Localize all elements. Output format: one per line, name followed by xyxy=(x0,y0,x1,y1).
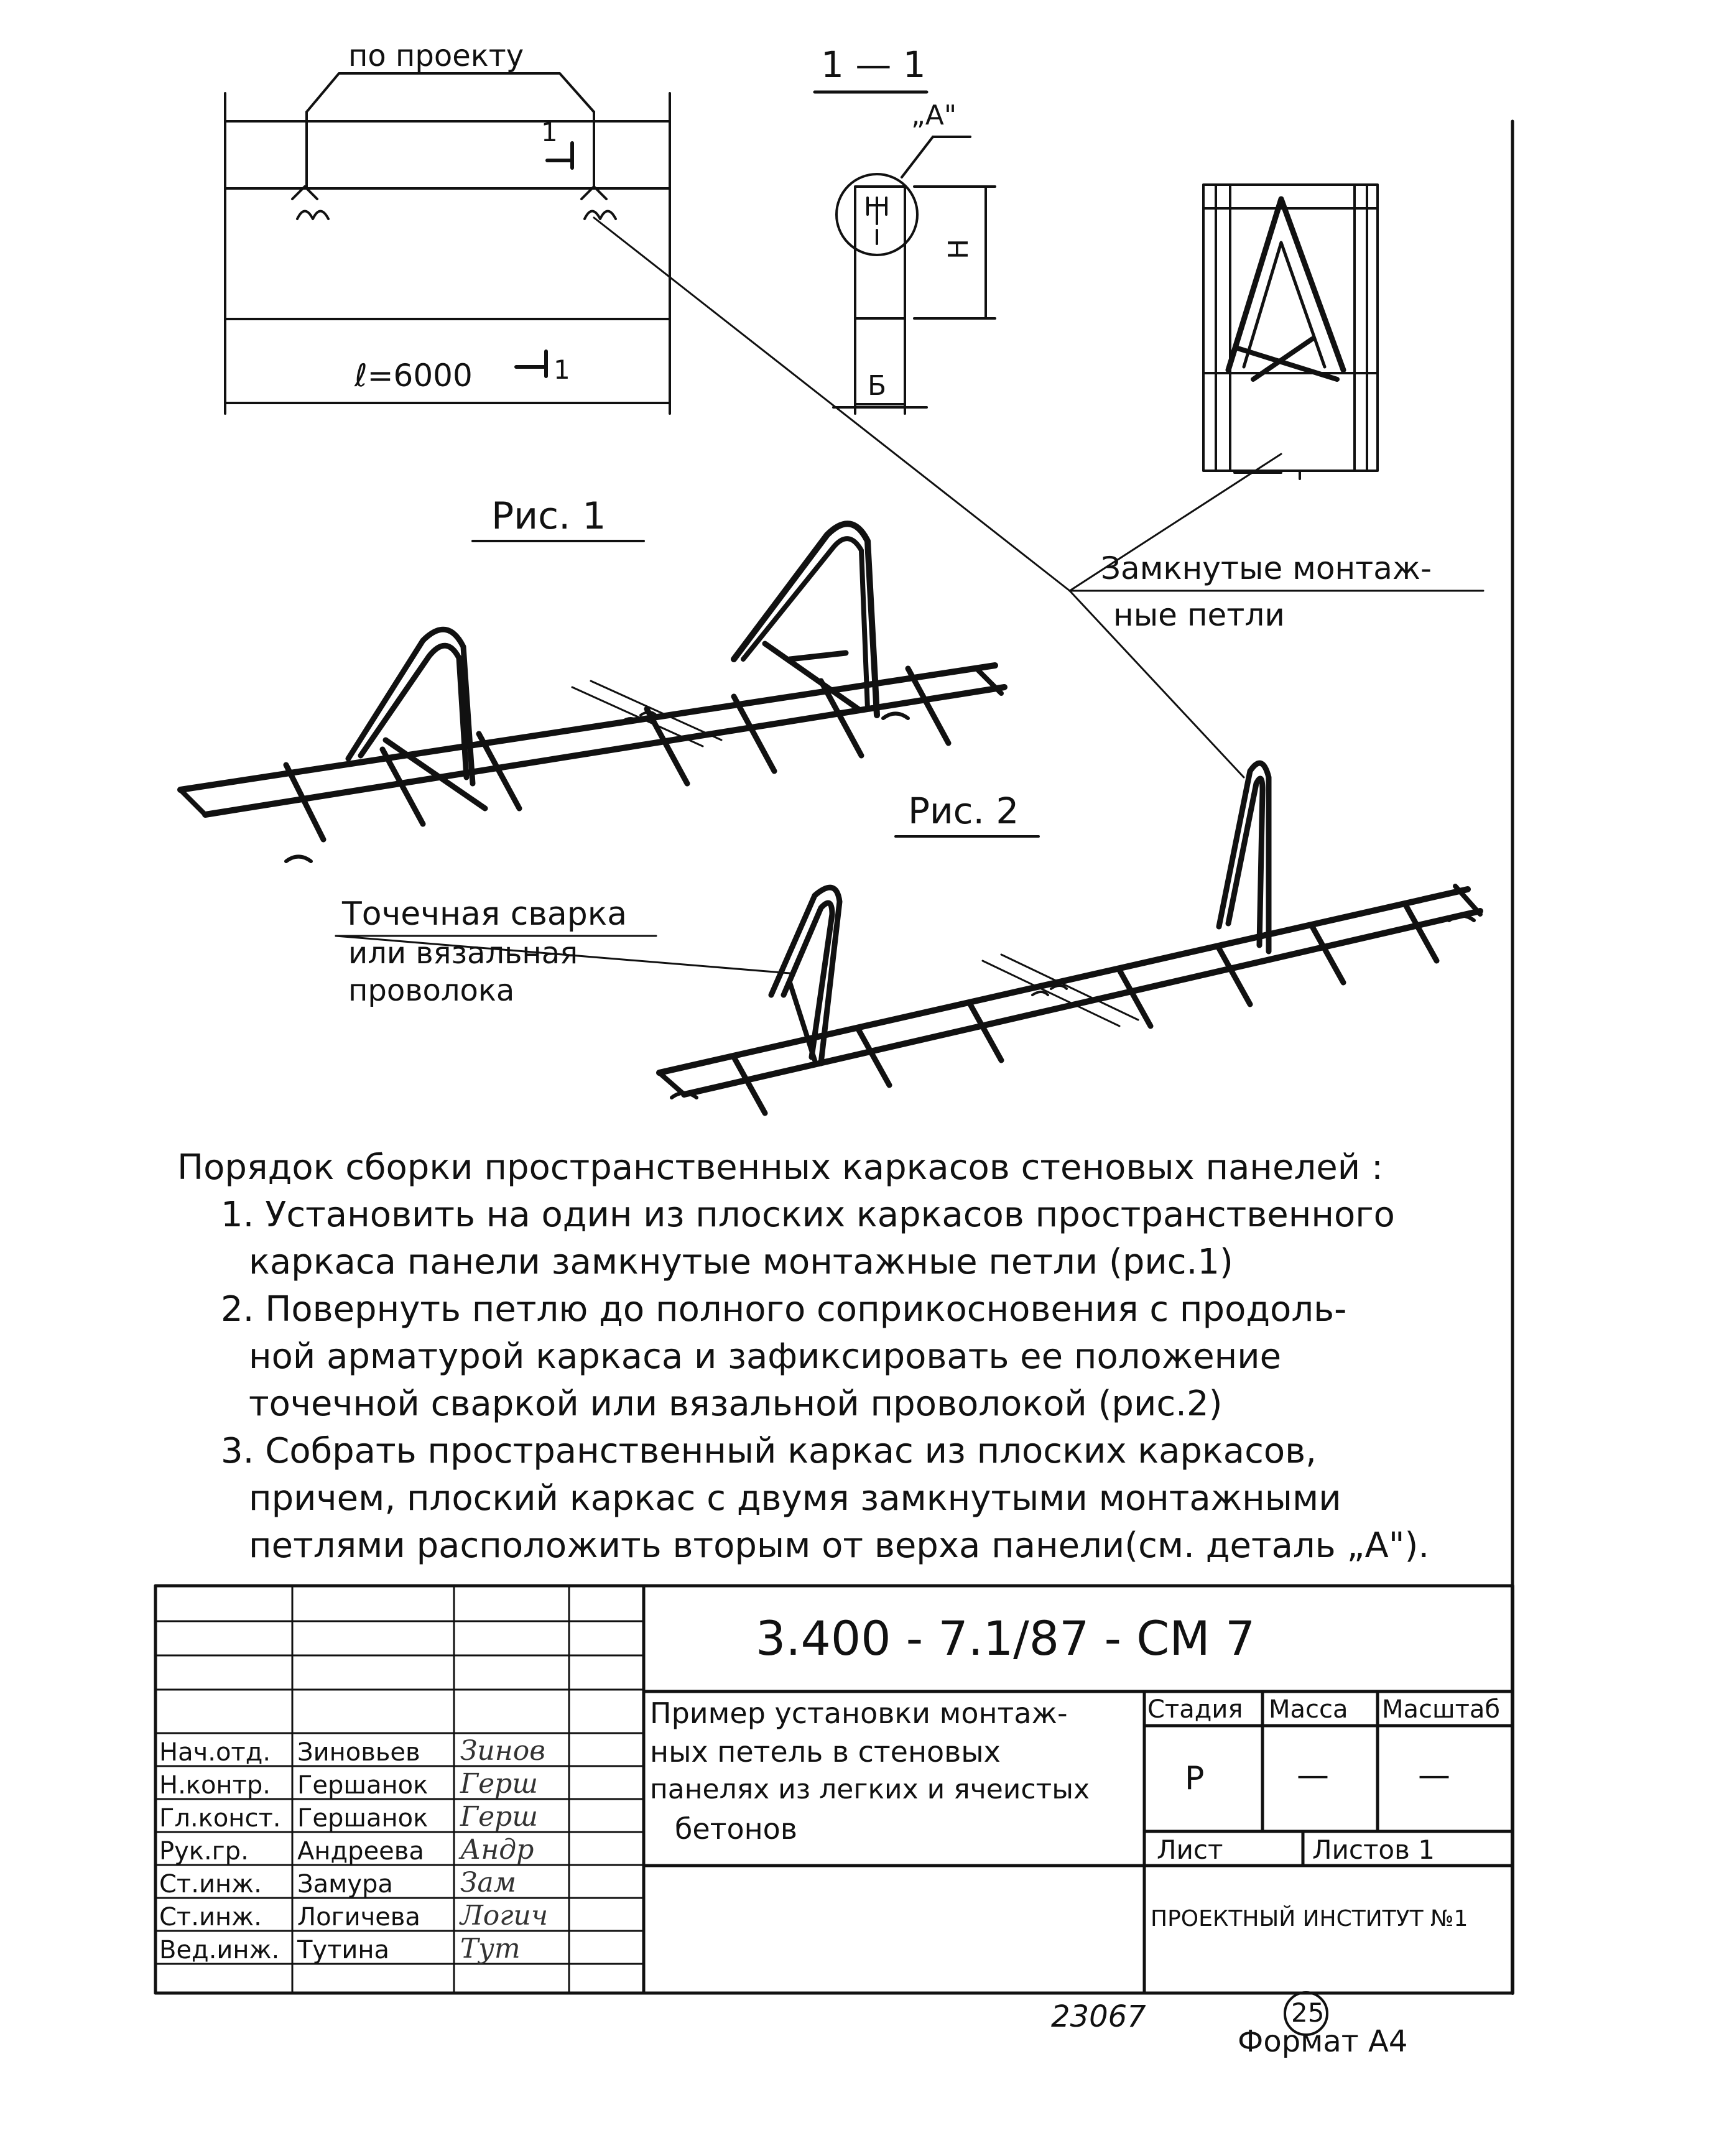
dim-h-label: Н xyxy=(943,238,975,260)
sheet-header: Лист xyxy=(1157,1834,1223,1865)
staff-role: Гл.конст. xyxy=(159,1804,281,1833)
title-block-grid xyxy=(154,1584,1514,1995)
scale-header: Масштаб xyxy=(1382,1695,1501,1724)
doc-code: 3.400 - 7.1/87 - СМ 7 xyxy=(756,1611,1256,1666)
inventory-number: 23067 xyxy=(1051,1999,1146,2034)
fig2-caption: Рис. 2 xyxy=(908,790,1019,832)
detail-a xyxy=(1202,183,1379,480)
weld-label-line1: Точечная сварка xyxy=(342,895,628,933)
leader-lines xyxy=(335,216,1282,974)
mass-value: — xyxy=(1297,1757,1329,1794)
staff-name: Логичева xyxy=(297,1903,420,1932)
sheets-header: Листов 1 xyxy=(1312,1834,1435,1865)
staff-name: Гершанок xyxy=(297,1804,428,1833)
title-line3: панелях из легких и ячеистых xyxy=(650,1774,1090,1805)
dim-b-label: Б xyxy=(868,370,887,402)
staff-role: Рук.гр. xyxy=(159,1837,249,1866)
weld-label-line3: проволока xyxy=(348,973,515,1008)
staff-role: Н.контр. xyxy=(159,1771,271,1800)
section-1-1 xyxy=(813,90,996,415)
staff-signature: Зам xyxy=(460,1867,517,1899)
step1-line2: каркаса панели замкнутые монтажные петли… xyxy=(249,1242,1233,1282)
loops-label-line1: Замкнутые монтаж- xyxy=(1101,550,1432,586)
section-title: 1 — 1 xyxy=(821,44,926,86)
notes-heading: Порядок сборки пространственных каркасов… xyxy=(177,1147,1383,1188)
title-line4: бетонов xyxy=(675,1812,797,1846)
staff-signature: Зинов xyxy=(460,1735,545,1767)
step3-line2: причем, плоский каркас с двумя замкнутым… xyxy=(249,1478,1341,1519)
assembly-notes: Порядок сборки пространственных каркасов… xyxy=(177,1144,1521,1570)
step2-line2: ной арматурой каркаса и зафиксировать ее… xyxy=(249,1336,1282,1377)
stage-value: Р xyxy=(1185,1760,1205,1797)
staff-name: Замура xyxy=(297,1870,393,1899)
step2-line3: точечной сваркой или вязальной проволоко… xyxy=(249,1384,1223,1424)
org-name: ПРОЕКТНЫЙ ИНСТИТУТ №1 xyxy=(1151,1906,1468,1932)
weld-label-line2: или вязальная xyxy=(348,936,578,971)
step1-line1: 1. Установить на один из плоских каркасо… xyxy=(221,1195,1395,1235)
mass-header: Масса xyxy=(1269,1695,1348,1724)
fig1-caption: Рис. 1 xyxy=(491,494,606,538)
staff-signature: Герш xyxy=(460,1801,539,1833)
step3-line1: 3. Собрать пространственный каркас из пл… xyxy=(221,1431,1317,1471)
fig1-cage xyxy=(177,520,1008,863)
staff-signature: Герш xyxy=(460,1768,539,1800)
section-mark-bottom: 1 xyxy=(554,354,570,385)
staff-name: Гершанок xyxy=(297,1771,428,1800)
format-label: Формат А4 xyxy=(1238,2024,1408,2059)
section-mark-top: 1 xyxy=(541,117,558,147)
step2-line1: 2. Повернуть петлю до полного соприкосно… xyxy=(221,1289,1347,1330)
staff-signature: Андр xyxy=(460,1834,534,1866)
fig2-cage xyxy=(656,760,1483,1116)
staff-role: Нач.отд. xyxy=(159,1738,271,1767)
page-number: 25 xyxy=(1291,1997,1325,2028)
title-line1: Пример установки монтаж- xyxy=(650,1696,1068,1730)
loops-label-line2: ные петли xyxy=(1113,597,1285,633)
staff-role: Ст.инж. xyxy=(159,1903,262,1932)
panel-elevation xyxy=(224,72,671,415)
detail-a-mark: „А" xyxy=(911,99,957,131)
staff-signature: Логич xyxy=(460,1900,549,1932)
staff-grid xyxy=(154,1585,645,1994)
scale-value: — xyxy=(1418,1757,1450,1794)
staff-name: Зиновьев xyxy=(297,1738,420,1767)
title-line2: ных петель в стеновых xyxy=(650,1735,1001,1769)
staff-role: Ст.инж. xyxy=(159,1870,262,1899)
length-label: ℓ=6000 xyxy=(354,358,473,394)
dim-top-label: по проекту xyxy=(348,39,524,73)
staff-name: Тутина xyxy=(297,1936,390,1964)
step3-line3: петлями расположить вторым от верха пане… xyxy=(249,1525,1430,1566)
staff-signature: Тут xyxy=(460,1933,521,1964)
staff-role: Вед.инж. xyxy=(159,1936,280,1964)
staff-name: Андреева xyxy=(297,1837,424,1866)
stage-header: Стадия xyxy=(1147,1695,1243,1724)
